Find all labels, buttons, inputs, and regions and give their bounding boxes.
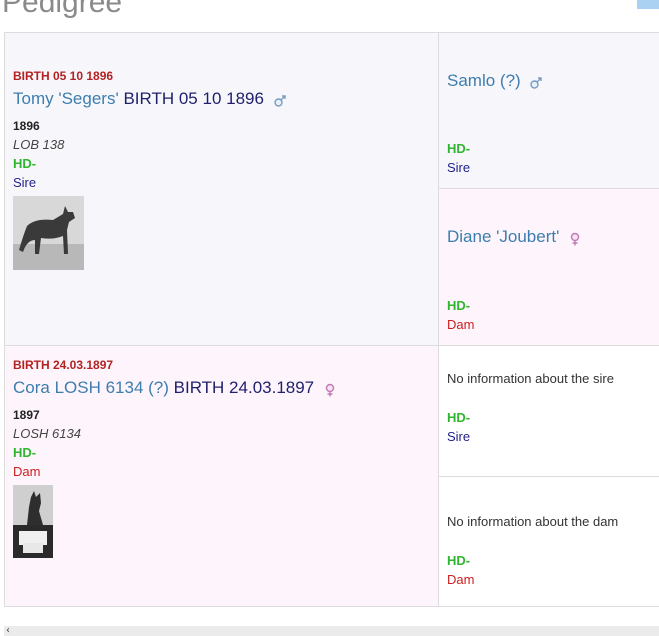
dam-role: Dam <box>13 464 41 479</box>
dam-dam-role: Dam <box>447 572 475 587</box>
pedigree-table: BIRTH 05 10 1896 Tomy 'Segers' BIRTH 05 … <box>4 32 659 607</box>
dam-sire-no-info: No information about the sire <box>447 371 614 386</box>
dam-photo[interactable] <box>13 485 53 558</box>
dam-cell: BIRTH 24.03.1897 Cora LOSH 6134 (?) BIRT… <box>5 346 439 607</box>
dam-sire-role: Sire <box>447 429 471 444</box>
sire-name-link[interactable]: Tomy 'Segers' <box>13 89 119 108</box>
sire-birth-inline: BIRTH 05 10 1896 <box>123 89 264 108</box>
female-icon <box>323 382 337 397</box>
dam-name-link[interactable]: Cora LOSH 6134 (?) <box>13 378 169 397</box>
sire-sire-hd-status: HD- <box>447 141 471 156</box>
dam-hd-status: HD- <box>13 445 37 460</box>
sire-sire-cell: Samlo (?) HD- Sire <box>439 33 659 189</box>
dam-name-line: Cora LOSH 6134 (?) BIRTH 24.03.1897 <box>13 378 430 398</box>
sire-dam-cell: Diane 'Joubert' HD- Dam <box>439 189 659 346</box>
male-icon <box>529 75 543 89</box>
sire-name-line: Tomy 'Segers' BIRTH 05 10 1896 <box>13 89 430 109</box>
sire-year: 1896 <box>13 119 40 133</box>
sire-reg-number: LOB 138 <box>13 137 65 152</box>
sire-sire-role: Sire <box>447 160 471 175</box>
sire-hd-status: HD- <box>13 156 37 171</box>
sire-dam-hd-status: HD- <box>447 298 471 313</box>
sire-sire-name-link[interactable]: Samlo (?) <box>447 71 521 90</box>
dam-birth-header: BIRTH 24.03.1897 <box>13 358 114 372</box>
male-icon <box>273 93 287 107</box>
dam-sire-cell: No information about the sire HD- Sire <box>439 346 659 477</box>
horizontal-scrollbar[interactable]: ‹ <box>4 626 659 636</box>
scroll-left-arrow-icon[interactable]: ‹ <box>6 625 10 636</box>
sire-photo[interactable] <box>13 196 84 270</box>
page-title: Pedigree <box>2 0 123 19</box>
top-right-button[interactable] <box>637 0 659 9</box>
sire-cell: BIRTH 05 10 1896 Tomy 'Segers' BIRTH 05 … <box>5 33 439 346</box>
sire-sire-name-line: Samlo (?) <box>447 71 652 91</box>
female-icon <box>568 231 582 246</box>
dam-sire-hd-status: HD- <box>447 410 471 425</box>
dam-dam-hd-status: HD- <box>447 553 471 568</box>
sire-dam-name-link[interactable]: Diane 'Joubert' <box>447 227 560 246</box>
sire-dam-name-line: Diane 'Joubert' <box>447 227 652 247</box>
dam-dam-cell: No information about the dam HD- Dam <box>439 477 659 607</box>
dam-dam-no-info: No information about the dam <box>447 514 619 529</box>
sire-role: Sire <box>13 175 37 190</box>
dam-reg-number: LOSH 6134 <box>13 426 81 441</box>
dam-year: 1897 <box>13 408 40 422</box>
dam-birth-inline: BIRTH 24.03.1897 <box>173 378 315 397</box>
sire-dam-role: Dam <box>447 317 475 332</box>
sire-birth-header: BIRTH 05 10 1896 <box>13 69 114 83</box>
